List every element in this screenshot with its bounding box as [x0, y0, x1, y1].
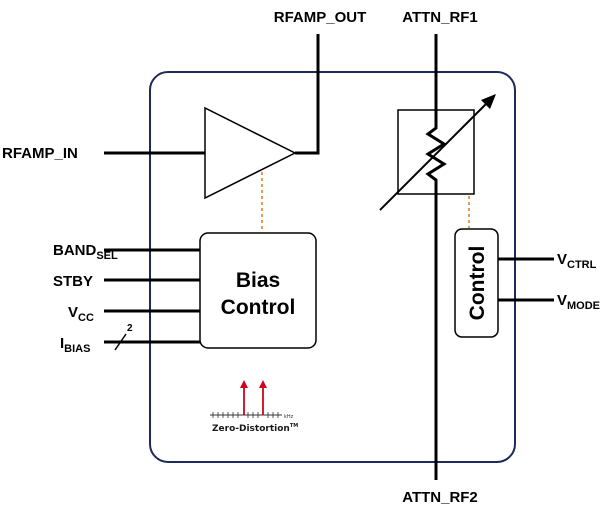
- amplifier-symbol: [204, 106, 297, 200]
- control-block-label: Control: [466, 246, 489, 321]
- logo-text: Zero-DistortionTM: [212, 423, 298, 434]
- control-block: [454, 228, 499, 338]
- pin-label-band-sel: BANDSEL: [53, 242, 118, 262]
- rfamp-out-wire: [295, 34, 320, 155]
- pin-label-vmode: VMODE: [557, 292, 600, 312]
- pin-label-rfamp-out: RFAMP_OUT: [274, 9, 367, 26]
- ibias-bus-width: 2: [127, 323, 133, 334]
- logo-arrow-right-head-icon: [259, 380, 267, 388]
- pin-label-vcc: VCC: [68, 304, 94, 324]
- pin-label-attn-rf1: ATTN_RF1: [402, 9, 478, 26]
- variable-arrow-head-icon: [481, 94, 496, 109]
- attenuator-resistor: [425, 110, 447, 194]
- zero-distortion-logo: kHz Zero-DistortionTM: [210, 380, 298, 434]
- bias-control-label-line1: Bias: [236, 269, 280, 292]
- ibias-bus-slash: [114, 333, 127, 351]
- pin-label-stby: STBY: [53, 273, 93, 290]
- pin-label-vctrl: VCTRL: [557, 251, 597, 271]
- logo-arrow-left-head-icon: [240, 380, 248, 388]
- variable-arrow: [379, 95, 495, 211]
- bias-control-label-line2: Control: [221, 296, 296, 319]
- logo-axis-ticks: [212, 412, 279, 418]
- pin-label-attn-rf2: ATTN_RF2: [402, 489, 478, 506]
- pin-label-ibias: IBIAS: [60, 335, 90, 355]
- pin-label-rfamp-in: RFAMP_IN: [2, 145, 78, 162]
- bias-control-block: [199, 232, 317, 349]
- logo-axis-unit: kHz: [284, 414, 294, 420]
- chip-outline: [149, 71, 516, 463]
